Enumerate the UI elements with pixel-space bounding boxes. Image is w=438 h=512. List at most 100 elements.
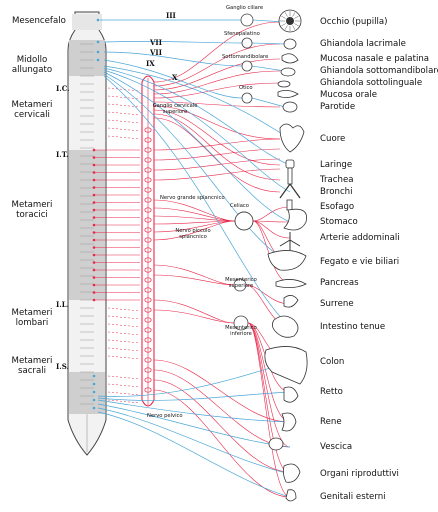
chain-ganglion — [144, 317, 152, 323]
chain-ganglion — [144, 327, 152, 333]
fiber-origin-dot — [92, 201, 96, 204]
fiber-origin-dot — [92, 283, 96, 287]
organ-label-19: Colon — [320, 357, 345, 367]
segment-mark-ic: I.C. — [56, 84, 70, 93]
chain-ganglion — [144, 247, 152, 253]
chain-ganglion — [144, 197, 152, 203]
celiac-output-fiber — [252, 220, 291, 239]
sympathetic-dashed-fiber — [107, 315, 141, 320]
esophagus-sketch — [286, 199, 293, 211]
chain-ganglion — [144, 227, 152, 233]
fiber-origin-dot — [92, 246, 96, 249]
parasympathetic-origin-dot — [96, 40, 100, 44]
fiber-origin-dot — [92, 163, 96, 167]
heart-sketch — [279, 123, 305, 153]
chain-ganglion — [144, 237, 152, 243]
parasympathetic-fiber — [97, 407, 291, 475]
peripheral-ganglia — [233, 13, 254, 331]
fiber-origin-dot — [92, 276, 96, 279]
parasympathetic-origin-dot — [96, 18, 100, 22]
fiber-origin-dot — [92, 238, 96, 242]
fiber-origin-dot — [92, 298, 96, 302]
liver-sketch — [267, 250, 307, 271]
sympathetic-dashed-fiber — [107, 87, 141, 92]
parasympathetic-fiber — [103, 51, 243, 67]
parasympathetic-origin-dot — [92, 406, 96, 410]
sympathetic-dashed-fiber — [107, 355, 141, 360]
label-ganglio-ciliare: Ganglio ciliare — [226, 5, 264, 11]
fiber-origin-dot — [92, 223, 96, 227]
sympathetic-postganglionic-fiber — [153, 359, 291, 423]
parasympathetic-fiber — [97, 391, 291, 401]
organ-label-9: Laringe — [320, 160, 353, 170]
organ-label-21: Rene — [320, 417, 342, 427]
splanchnic-fiber — [153, 220, 236, 225]
organ-label-16: Pancreas — [320, 278, 359, 288]
label-otico: Otico — [239, 85, 253, 91]
sympathetic-postganglionic-fiber — [153, 101, 281, 108]
organ-label-13: Stomaco — [320, 217, 358, 227]
chain-ganglion — [144, 267, 152, 273]
sympathetic-postganglionic-fiber — [153, 109, 281, 166]
segment-mark-it: I.T. — [56, 150, 69, 159]
organ-label-15: Fegato e vie biliari — [320, 257, 400, 267]
iris-line — [294, 23, 299, 27]
segment-mark-il: I.L. — [56, 300, 70, 309]
small-intestine-sketch — [272, 315, 299, 338]
parasympathetic-fiber — [103, 75, 291, 328]
celiac-output-fiber — [252, 220, 291, 223]
sympathetic-dashed-fiber — [107, 323, 141, 328]
fiber-origin-dot — [92, 148, 96, 152]
cranial-nerve-x: X — [172, 73, 178, 82]
organ-label-22: Vescica — [320, 442, 353, 452]
sympathetic-dashed-fiber — [107, 95, 141, 100]
fiber-origin-dot — [92, 291, 96, 294]
sympathetic-dashed-fiber — [107, 111, 141, 116]
sympathetic-dashed-fiber — [107, 391, 141, 396]
iris-line — [294, 15, 299, 19]
sympathetic-dashed-fiber — [107, 103, 141, 108]
label-sottomandibolare: Sottomandibolare — [222, 54, 269, 60]
chain-ganglion — [144, 167, 152, 173]
organ-label-3: Mucosa nasale e palatina — [320, 54, 430, 64]
organ-label-4: Ghiandola sottomandibolare — [320, 66, 438, 76]
chain-ganglion — [144, 307, 152, 313]
parasympathetic-fiber — [103, 40, 243, 44]
organ-label-6: Mucosa orale — [320, 90, 378, 100]
sympathetic-dashed-fiber — [107, 339, 141, 344]
sympathetic-dashed-fiber — [107, 127, 141, 132]
parasympathetic-fiber — [97, 399, 291, 423]
splanchnic-fiber — [153, 220, 236, 233]
chain-ganglion — [144, 257, 152, 263]
organ-label-7: Parotide — [320, 102, 356, 112]
sympathetic-postganglionic-fiber — [153, 43, 281, 87]
chain-ganglion — [144, 127, 152, 133]
label-nervo-grande-splancnico: Nervo grande splancnico — [160, 195, 225, 201]
chain-ganglion — [144, 147, 152, 153]
sympathetic-postganglionic-fiber — [153, 138, 281, 151]
organ-label-12: Esofago — [320, 202, 355, 212]
organ-label-20: Retto — [320, 387, 343, 397]
chain-ganglion — [144, 207, 152, 213]
fiber-origin-dot — [92, 156, 96, 159]
sympathetic-postganglionic-fiber — [153, 117, 281, 193]
parasympathetic-fiber — [103, 73, 291, 263]
oral-mucosa-sketch — [277, 90, 299, 98]
sympathetic-dashed-fiber — [107, 383, 141, 388]
bronchi-sketch — [279, 183, 301, 199]
sympathetic-postganglionic-fiber — [153, 148, 281, 161]
abdominal-arteries-sketch — [279, 232, 301, 250]
cranial-nerve-ix: IX — [146, 59, 155, 68]
adrenal-sketch — [283, 295, 299, 308]
fiber-origin-dot — [92, 171, 96, 174]
parasympathetic-fiber — [103, 65, 291, 140]
rectum-sketch — [283, 386, 299, 403]
organ-label-18: Intestino tenue — [320, 322, 386, 332]
